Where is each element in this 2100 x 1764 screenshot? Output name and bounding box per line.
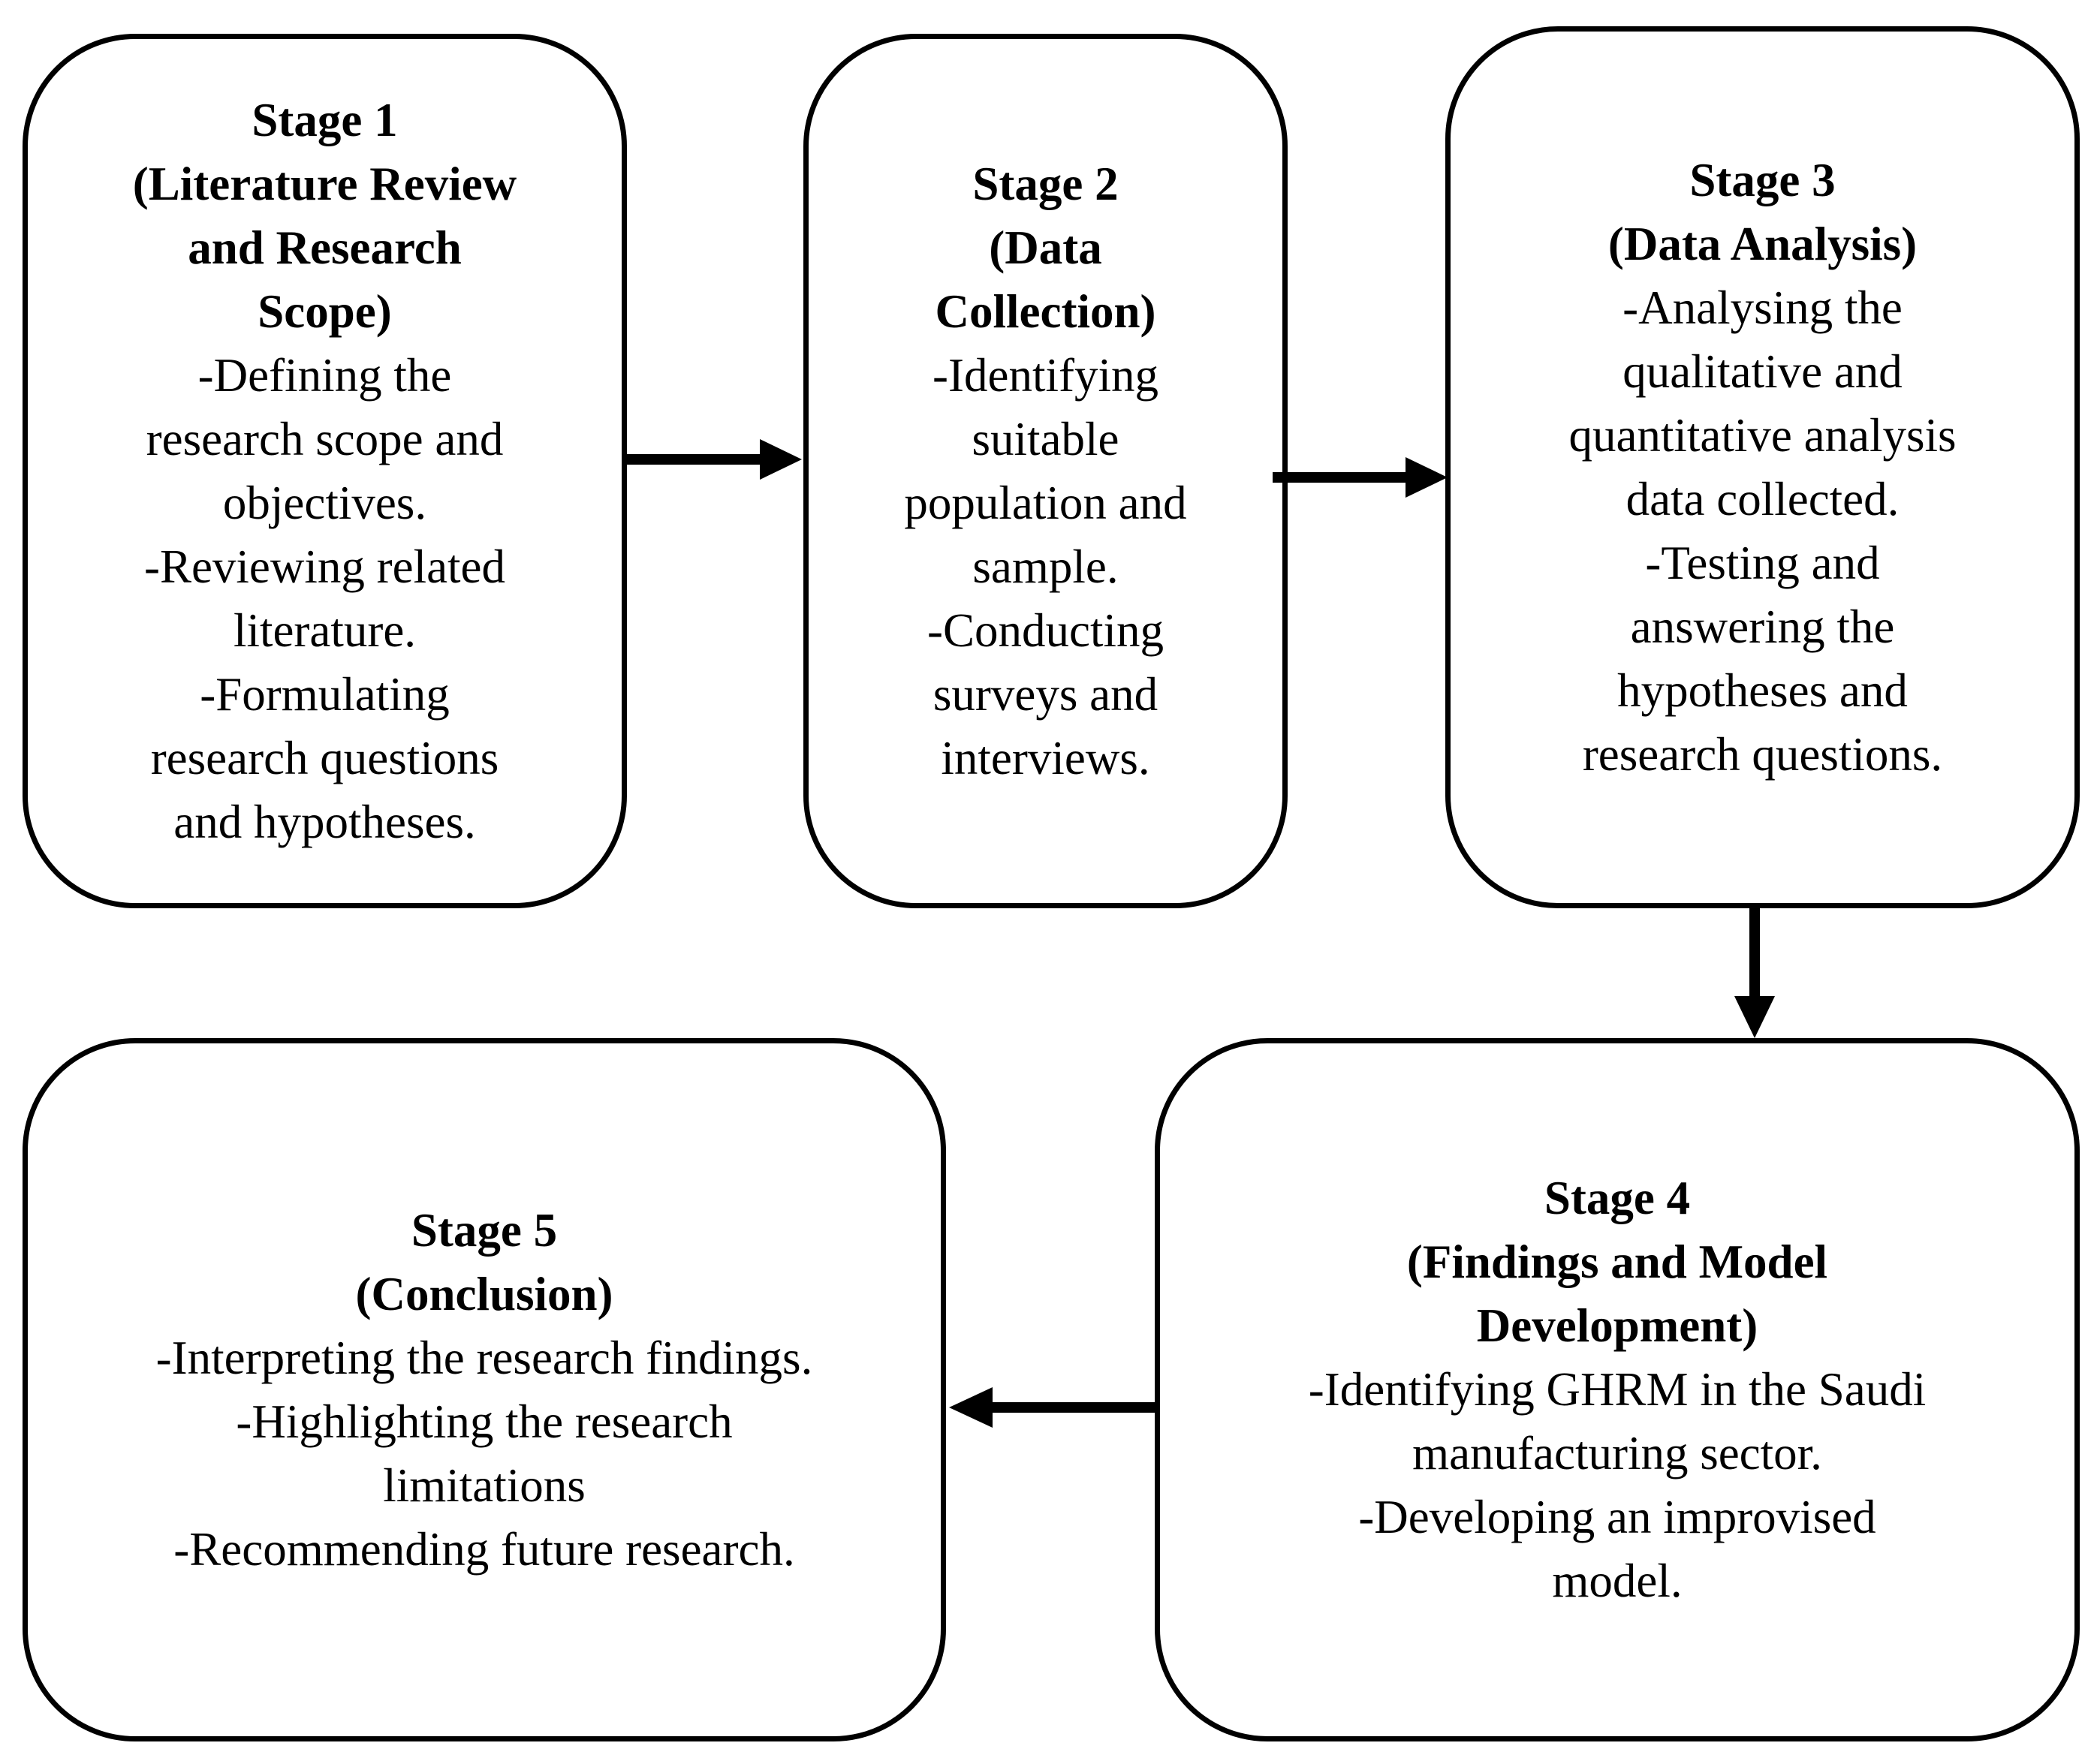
stage-1-body-line: literature. [233,604,417,657]
stage-3-body-line: qualitative and [1622,345,1903,398]
stage-3-body-line: answering the [1630,600,1895,653]
stage-5-box: Stage 5 (Conclusion) -Interpreting the r… [23,1038,946,1741]
stage-2-heading: Stage 2 (Data Collection) [821,152,1271,344]
stage-4-body-line: -Identifying GHRM in the Saudi [1308,1363,1927,1416]
stage-2-body: -Identifying suitable population and sam… [821,344,1271,790]
stage-3-heading-line: (Data Analysis) [1607,217,1918,270]
stage-5-heading-line: Stage 5 [411,1203,558,1257]
stage-5-body-line: limitations [383,1458,586,1512]
stage-1-box: Stage 1 (Literature Review and Research … [23,34,627,908]
stage-3-heading-line: Stage 3 [1689,153,1836,206]
stage-4-box: Stage 4 (Findings and Model Development)… [1155,1038,2080,1741]
stage-4-body-line: manufacturing sector. [1412,1427,1822,1480]
stage-5-body-line: -Highlighting the research [236,1395,733,1448]
stage-2-body-line: population and [904,476,1187,529]
stage-4-heading-line: Development) [1476,1299,1758,1352]
stage-1-heading-line: Stage 1 [252,93,398,146]
stage-3-body-line: data collected. [1625,472,1900,525]
stage-4-body: -Identifying GHRM in the Saudi manufactu… [1174,1358,2060,1613]
stage-5-body-line: -Recommending future research. [173,1522,795,1576]
stage-2-body-line: interviews. [941,731,1150,784]
stage-4-heading-line: (Findings and Model [1406,1236,1828,1288]
stage-3-body-line: hypotheses and [1617,664,1908,717]
stage-2-heading-line: Stage 2 [972,157,1119,210]
stage-5-body: -Interpreting the research findings. -Hi… [41,1326,927,1582]
stage-2-box: Stage 2 (Data Collection) -Identifying s… [803,34,1288,908]
stage-1-heading-line: and Research [188,221,462,274]
stage-2-body-line: -Conducting [927,604,1164,657]
stage-2-body-line: surveys and [932,667,1158,721]
stage-3-body-line: -Testing and [1645,536,1880,589]
stage-1-body-line: -Defining the [197,348,452,402]
stage-1-heading: Stage 1 (Literature Review and Research … [40,89,610,344]
stage-3-body-line: -Analysing the [1622,281,1903,334]
stage-3-box: Stage 3 (Data Analysis) -Analysing the q… [1445,26,2080,908]
stage-3-heading: Stage 3 (Data Analysis) [1463,149,2063,276]
stage-4-heading: Stage 4 (Findings and Model Development) [1174,1166,2060,1358]
stage-3-body-line: quantitative analysis [1568,408,1957,462]
stage-4-heading-line: Stage 4 [1544,1172,1691,1224]
arrow-stage-1-to-stage-2 [627,439,802,480]
stage-4-body-line: model. [1552,1555,1683,1607]
stage-3-body: -Analysing the qualitative and quantitat… [1463,276,2063,787]
arrow-stage-4-to-stage-5 [949,1387,1155,1428]
stage-2-body-line: sample. [972,540,1119,593]
stage-1-body-line: and hypotheses. [173,795,476,848]
stage-1-body-line: -Reviewing related [143,540,506,593]
stage-1-body-line: research questions [150,731,499,784]
arrow-stage-3-to-stage-4 [1734,908,1775,1038]
stage-1-body-line: research scope and [146,412,504,465]
stage-2-body-line: suitable [972,412,1119,465]
stage-2-heading-line: (Data [989,221,1102,274]
arrow-stage-2-to-stage-3 [1273,457,1448,498]
stage-3-body-line: research questions. [1582,727,1943,781]
stage-5-heading: Stage 5 (Conclusion) [41,1199,927,1326]
stage-2-heading-line: Collection) [935,284,1156,338]
stage-1-heading-line: (Literature Review [132,157,517,210]
stage-2-body-line: -Identifying [932,348,1158,402]
stage-1-body-line: objectives. [222,476,427,529]
stage-5-heading-line: (Conclusion) [355,1267,613,1320]
stage-1-body-line: -Formulating [200,667,450,721]
stage-4-body-line: -Developing an improvised [1358,1491,1876,1543]
stage-1-body: -Defining the research scope and objecti… [40,344,610,854]
stage-1-heading-line: Scope) [258,284,392,338]
stage-5-body-line: -Interpreting the research findings. [155,1331,813,1384]
